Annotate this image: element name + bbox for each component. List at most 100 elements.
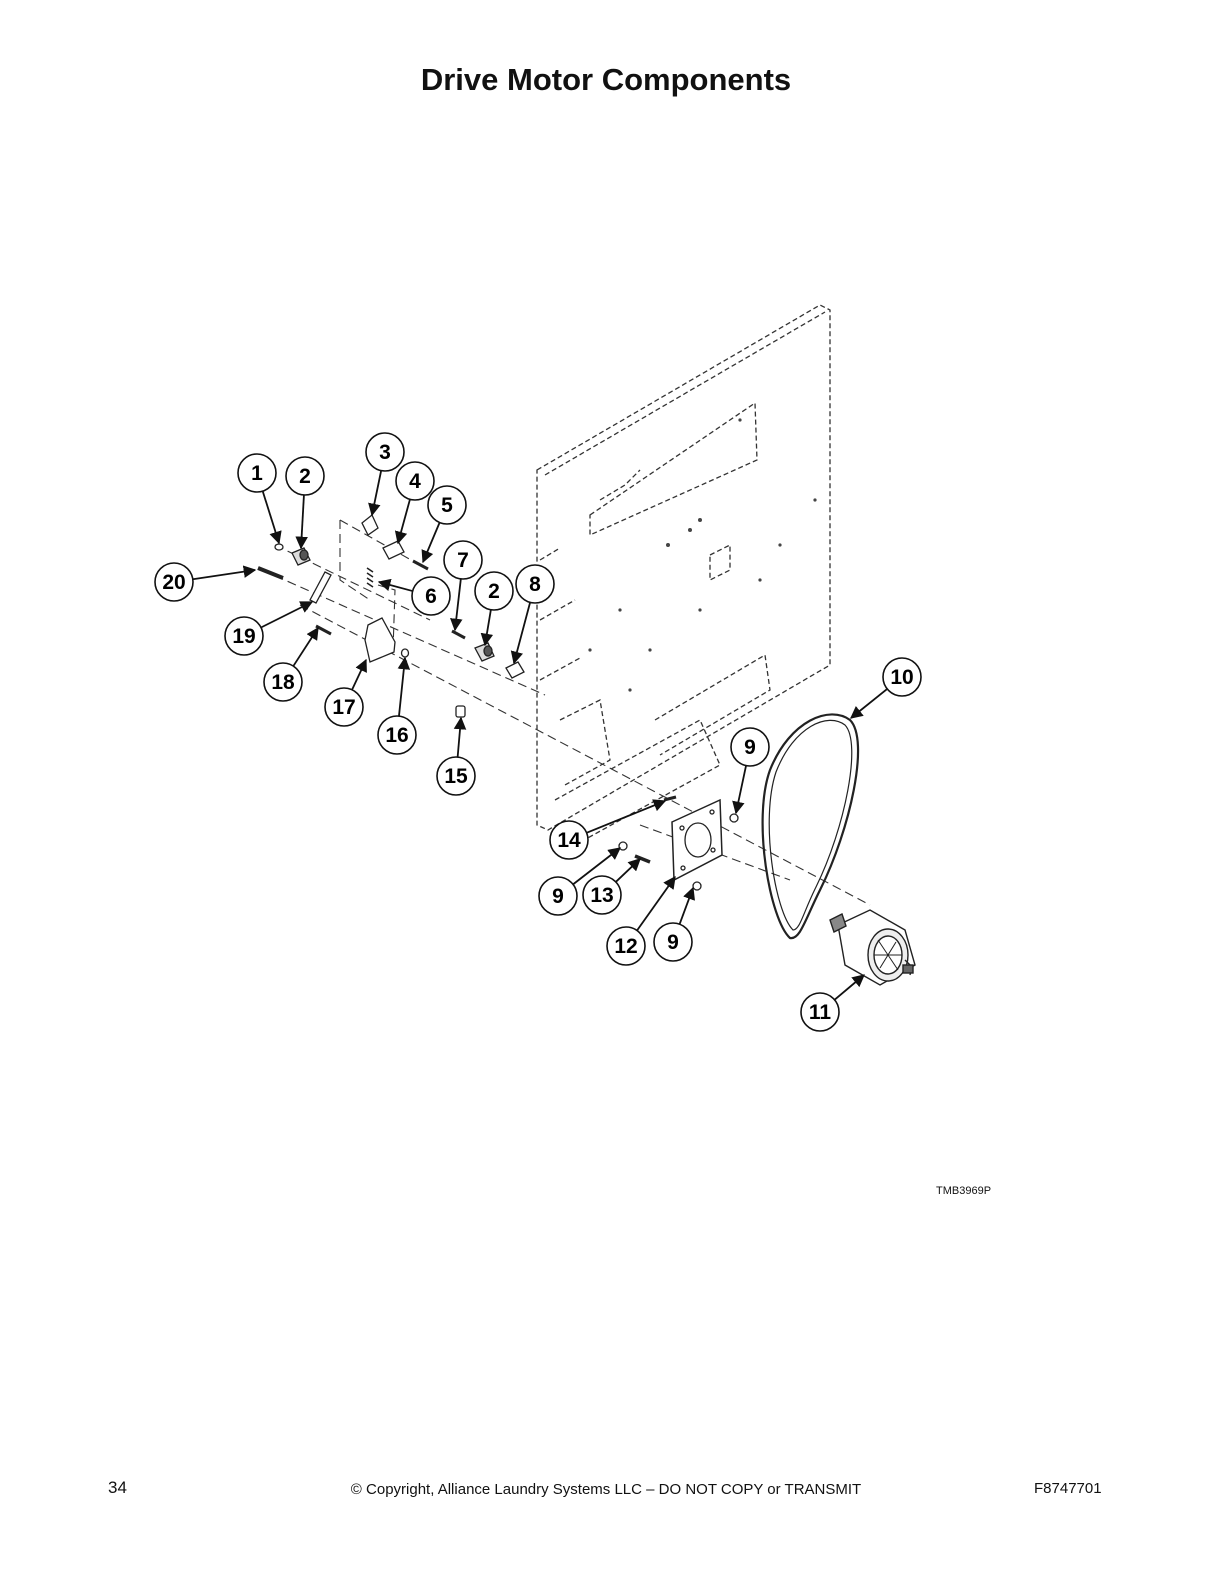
drawing-id: TMB3969P [936,1185,992,1197]
callout-leader-line [450,578,463,632]
callout-circle [154,562,194,602]
page-title: Drive Motor Components [420,62,792,97]
callout-circle [653,922,693,962]
callout-number: 9 [667,931,679,954]
document-number: F8747701 [1034,1480,1102,1497]
callout-15: 15 [436,716,476,796]
callout-leader-line [351,658,367,691]
nut-part-9c [692,881,702,891]
callout-14: 14 [549,799,667,860]
callout-5: 5 [421,485,467,564]
spacer-part-8 [505,661,525,679]
callout-circle [224,616,264,656]
callout-number: 17 [332,696,355,719]
callout-18: 18 [263,626,319,702]
callout-number: 5 [441,494,453,517]
callout-circle [365,432,405,472]
callout-number: 2 [299,465,311,488]
callout-number: 11 [809,1001,832,1024]
screw-part-5 [412,559,429,571]
callout-number: 18 [271,671,295,694]
callout-leader-line [192,565,257,581]
callout-6: 6 [377,576,451,616]
callout-circle [443,540,483,580]
callout-number: 8 [529,573,541,596]
callout-number: 1 [251,462,263,485]
spring-part-6 [366,567,374,588]
callout-leader-line [732,765,747,815]
callout-leader-line [394,499,411,545]
callout-7: 7 [443,540,483,632]
callout-19: 19 [224,601,314,656]
hardware-parts [257,513,739,891]
callout-circle [377,715,417,755]
callout-number: 15 [444,765,468,788]
nut-part-9a [729,813,739,823]
copyright-notice: © Copyright, Alliance Laundry Systems LL… [350,1481,862,1498]
callout-16: 16 [377,656,417,755]
callout-circle [538,876,578,916]
callout-leader-line [850,688,888,719]
nut-part-16 [400,648,410,658]
callout-number: 12 [614,935,637,958]
callout-13: 13 [582,858,641,915]
callout-circle [411,576,451,616]
callout-1: 1 [237,453,282,545]
callout-2: 2 [474,571,514,647]
callout-leader-line [377,578,413,592]
callout-number: 4 [409,470,421,493]
callout-leader-line [295,494,308,550]
callout-number: 6 [425,585,437,608]
callout-number: 7 [457,549,469,572]
mounting-bracket-part-17 [364,617,396,663]
callout-number: 9 [552,885,564,908]
callout-leader-line [510,602,531,665]
callout-9: 9 [653,886,695,962]
callout-circle [237,453,277,493]
callout-10: 10 [850,657,922,719]
callout-number: 19 [232,625,255,648]
callout-circle [515,564,555,604]
callout-leader-line [261,490,282,545]
callout-11: 11 [800,974,865,1032]
callout-17: 17 [324,658,367,727]
callout-circle [730,727,770,767]
callout-number: 13 [590,884,613,907]
callout-leader-line [615,858,641,883]
callout-leader-line [368,470,383,517]
drive-motor-part-11 [829,909,916,986]
nut-part-1 [274,543,284,551]
bracket-part-3 [361,513,379,536]
callout-leader-line [397,656,411,717]
callout-leader-line [678,886,695,925]
callout-number: 16 [385,724,408,747]
callout-number: 9 [744,736,756,759]
page-number: 34 [108,1478,127,1497]
callout-circle [474,571,514,611]
dryer-panel-outline [536,304,831,846]
spacer-part-15 [455,705,466,718]
callout-9: 9 [730,727,770,815]
callout-circle [427,485,467,525]
callout-9: 9 [538,847,621,916]
screw-part-7 [451,629,466,640]
plate-part-4 [382,540,405,560]
callout-number: 2 [488,580,500,603]
callout-circle [606,926,646,966]
panel-fastener-dots [588,418,817,692]
idler-arm-part-19 [309,571,332,604]
callout-12: 12 [606,875,676,966]
callout-circle [285,456,325,496]
callout-leader-line [572,847,621,886]
callout-4: 4 [394,461,435,545]
callout-leader-line [480,609,494,647]
callout-leader-line [260,601,314,629]
callout-circle [582,875,622,915]
callout-2: 2 [285,456,325,550]
callout-leader-line [586,799,667,834]
callout-number: 10 [890,666,913,689]
callout-circle [324,687,364,727]
callout-leader-line [421,522,441,564]
